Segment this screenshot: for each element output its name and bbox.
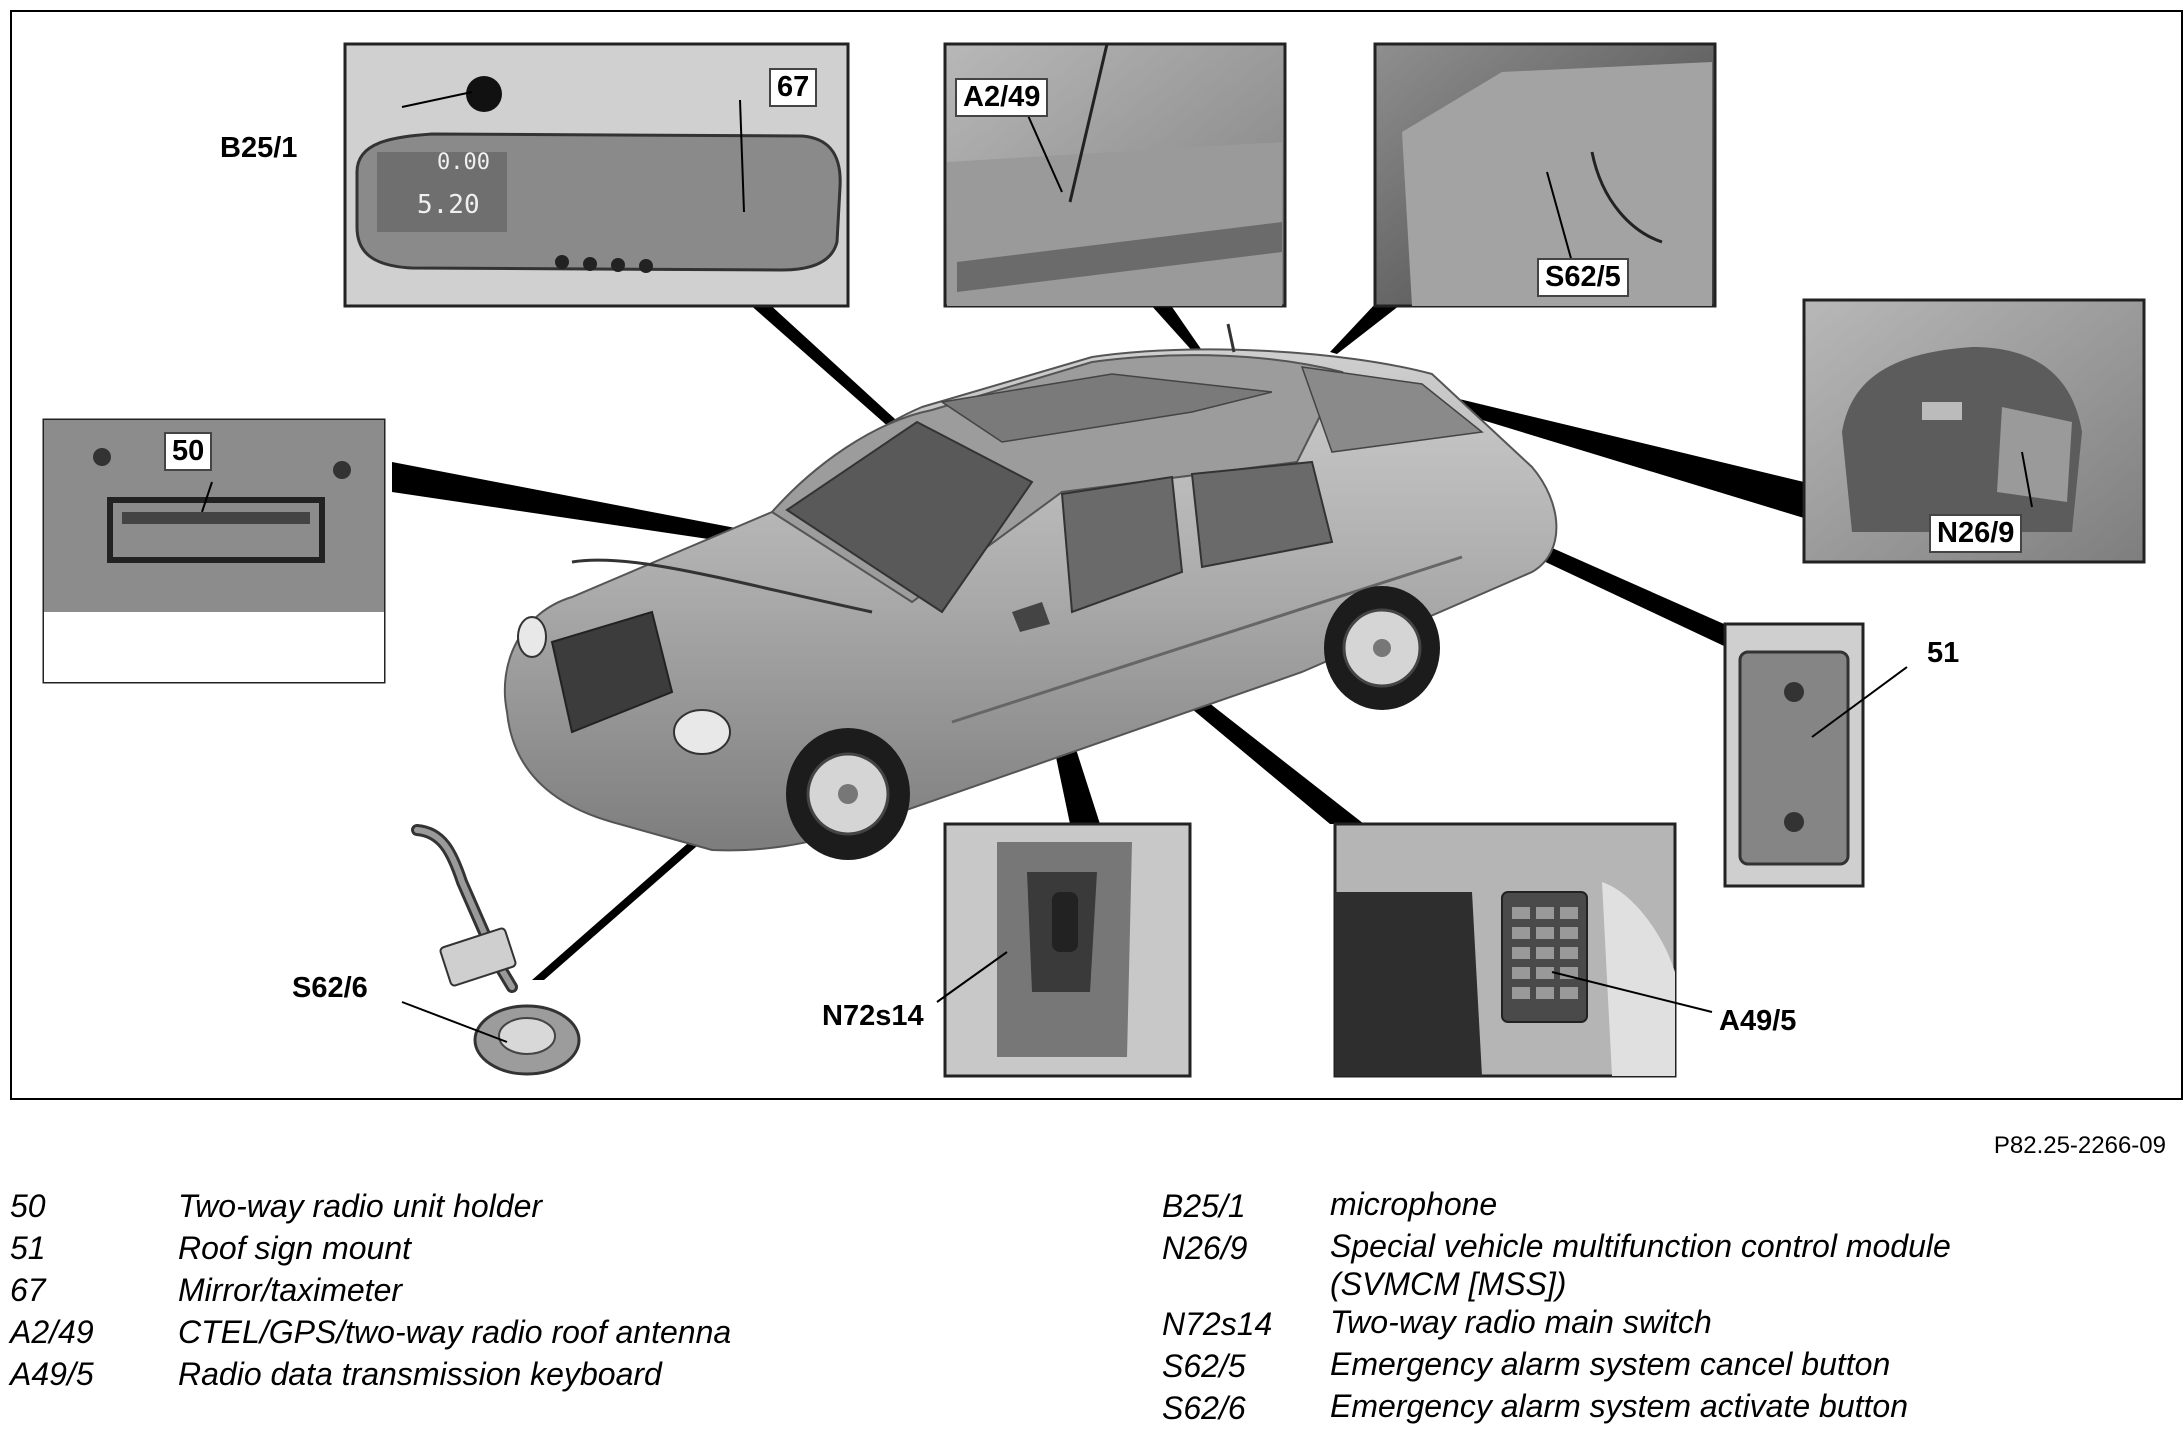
legend-desc-multiline: Special vehicle multifunction control mo… xyxy=(1330,1227,2162,1303)
legend-code: 67 xyxy=(10,1272,46,1308)
figure-reference: P82.25-2266-09 xyxy=(1993,1132,2166,1159)
leader-s62-5 xyxy=(1330,302,1404,354)
callout-b25-1: B25/1 xyxy=(220,132,298,164)
s62-6-button-illustration xyxy=(401,824,581,1076)
leader-n26-9 xyxy=(1397,384,1804,518)
legend-desc: Special vehicle multifunction control mo… xyxy=(1330,1228,1951,1264)
callout-a2-49: A2/49 xyxy=(955,78,1049,117)
legend-row: S62/5 Emergency alarm system cancel butt… xyxy=(1162,1345,2162,1387)
callout-50: 50 xyxy=(164,432,213,471)
photo-radio-holder xyxy=(42,418,386,684)
legend-row: N72s14 Two-way radio main switch xyxy=(1162,1303,2162,1345)
legend-desc: Roof sign mount xyxy=(178,1230,412,1266)
photo-n26-9 xyxy=(1802,298,2146,564)
callout-a49-5: A49/5 xyxy=(1719,1005,1797,1037)
legend-code: N72s14 xyxy=(1162,1306,1273,1342)
legend-code: A2/49 xyxy=(10,1314,94,1350)
legend-code: 50 xyxy=(10,1188,46,1224)
legend-code: S62/6 xyxy=(1162,1390,1246,1426)
legend-desc: Two-way radio main switch xyxy=(1330,1304,1712,1340)
callout-s62-5: S62/5 xyxy=(1537,258,1629,297)
legend-row: A2/49 CTEL/GPS/two-way radio roof antenn… xyxy=(10,1311,1120,1353)
legend-desc: Mirror/taximeter xyxy=(178,1272,403,1308)
car-illustration xyxy=(503,323,1558,860)
callout-51: 51 xyxy=(1927,637,1960,669)
mirror-display-line1: 0.00 xyxy=(437,150,490,175)
legend-row: N26/9 Special vehicle multifunction cont… xyxy=(1162,1227,2162,1303)
mirror-display-line2: 5.20 xyxy=(417,190,480,220)
legend-desc: Emergency alarm system activate button xyxy=(1330,1388,1909,1424)
legend-desc: microphone xyxy=(1330,1186,1498,1222)
component-location-diagram: 0.00 5.20 B25/1 67 A2/49 S62/5 50 N26/9 … xyxy=(10,10,2183,1100)
diagram-illustration xyxy=(42,42,2146,1078)
legend-code: N26/9 xyxy=(1162,1230,1248,1266)
photo-roof-mount xyxy=(1723,622,1908,888)
legend-desc: Radio data transmission keyboard xyxy=(178,1356,662,1392)
legend-code: 51 xyxy=(10,1230,46,1266)
legend-row: 67 Mirror/taximeter xyxy=(10,1269,1120,1311)
legend-code: S62/5 xyxy=(1162,1348,1246,1384)
legend-left: 50 Two-way radio unit holder 51 Roof sig… xyxy=(10,1185,1120,1395)
legend-desc: Emergency alarm system cancel button xyxy=(1330,1346,1891,1382)
legend-code: B25/1 xyxy=(1162,1188,1246,1224)
callout-n72s14: N72s14 xyxy=(822,1000,924,1032)
legend-row: A49/5 Radio data transmission keyboard xyxy=(10,1353,1120,1395)
legend-row: S62/6 Emergency alarm system activate bu… xyxy=(1162,1387,2162,1429)
legend-desc: Two-way radio unit holder xyxy=(178,1188,543,1224)
callout-67: 67 xyxy=(769,68,818,107)
legend-row: B25/1 microphone xyxy=(1162,1185,2162,1227)
legend-code: A49/5 xyxy=(10,1356,94,1392)
photo-n72s14 xyxy=(936,822,1192,1078)
legend-desc: CTEL/GPS/two-way radio roof antenna xyxy=(178,1314,732,1350)
callout-n26-9: N26/9 xyxy=(1929,514,2023,553)
legend-right: B25/1 microphone N26/9 Special vehicle m… xyxy=(1162,1185,2162,1429)
legend-desc-continued: (SVMCM [MSS]) xyxy=(1330,1266,1567,1302)
callout-s62-6: S62/6 xyxy=(292,972,368,1004)
legend-row: 50 Two-way radio unit holder xyxy=(10,1185,1120,1227)
legend-row: 51 Roof sign mount xyxy=(10,1227,1120,1269)
photo-a49-5 xyxy=(1333,822,1713,1078)
photo-mirror xyxy=(343,42,850,308)
